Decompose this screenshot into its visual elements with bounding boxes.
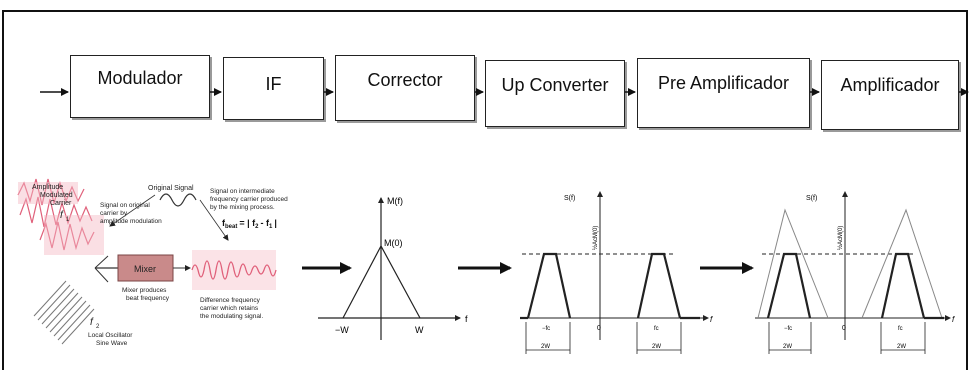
spectrum1-right: W (415, 325, 424, 335)
spectrum1-left: −W (335, 325, 349, 335)
label-amplitude-carrier-3: Carrier (50, 200, 72, 207)
spectrum3-ylabel: S(f) (806, 195, 817, 202)
spectrum2-amp: ½AᴄM(0) (592, 226, 599, 250)
label-difference-1: Difference frequency (200, 297, 261, 304)
label-original-signal: Original Signal (148, 185, 194, 192)
original-signal-wave (159, 193, 197, 207)
block-modulador: Modulador (70, 55, 210, 118)
label-signal-if-1: Signal on intermediate (210, 188, 275, 195)
spectrum3-neg-fc: −fᴄ (784, 326, 792, 332)
label-amplitude-carrier-1: Amplitude (32, 184, 63, 191)
spectrum3-zero: 0 (842, 325, 846, 332)
label-difference-3: the modulating signal. (200, 313, 263, 320)
local-oscillator-wave (33, 280, 95, 345)
label-mixer-produces-2: beat frequency (126, 295, 170, 302)
spectrum3-amp: ½AᴄM(0) (837, 226, 844, 250)
mixer-box (117, 254, 174, 282)
label-signal-original-1: Signal on original (100, 202, 150, 209)
spectrum3-bw1: 2W (783, 344, 792, 350)
label-f1: f (60, 210, 64, 221)
spectrum2-bw1: 2W (541, 344, 550, 350)
spectrum3-f: f (952, 315, 955, 324)
spectrum2-f: f (710, 315, 713, 324)
label-f2-sub: 2 (96, 324, 100, 330)
label-signal-original-2: carrier by (100, 210, 128, 217)
spectrum2-neg-fc: −fᴄ (542, 326, 550, 332)
am-carrier-wave (17, 178, 95, 251)
spectrum1-xlabel: f (465, 314, 468, 324)
label-fbeat: fbeat= | f2- f1| (222, 218, 277, 230)
label-signal-original-3: amplitude modulation (100, 218, 162, 225)
label-local-osc-1: Local Oscillator (88, 332, 133, 339)
label-local-osc-2: Sine Wave (96, 340, 128, 347)
block-corrector: Corrector (335, 55, 475, 121)
block-up-converter: Up Converter (485, 60, 625, 127)
spectrum2-ylabel: S(f) (564, 195, 575, 202)
spectrum3-fc: fᴄ (898, 326, 903, 332)
spectrum2-bw2: 2W (652, 344, 661, 350)
spectrum2-zero: 0 (597, 325, 601, 332)
mixer-illustration: Amplitude Modulated Carrier f 1 Original… (17, 178, 288, 347)
difference-wave (191, 260, 277, 280)
label-f1-sub: 1 (66, 217, 70, 223)
spectrum3-bw2: 2W (897, 344, 906, 350)
label-amplitude-carrier-2: Modulated (40, 192, 73, 199)
label-signal-if-2: frequency carrier produced (210, 196, 288, 203)
block-if: IF (223, 57, 324, 120)
diagram-frame (2, 10, 968, 370)
label-mixer-produces-1: Mixer produces (122, 287, 167, 294)
mixer-label: Mixer (134, 264, 156, 274)
spectrum1-ylabel: M(f) (387, 196, 403, 206)
spectrum1-peak: M(0) (384, 238, 403, 248)
spectrum-baseband (318, 197, 461, 340)
spectrum2-fc: fᴄ (654, 326, 659, 332)
label-f2: f (90, 317, 94, 328)
block-pre-amplificador: Pre Amplificador (637, 58, 810, 128)
spectrum-dsb (520, 191, 709, 354)
spectrum-upconverted (755, 191, 951, 354)
block-amplificador: Amplificador (821, 60, 959, 130)
label-signal-if-3: by the mixing process. (210, 204, 275, 211)
label-difference-2: carrier which retains (200, 305, 259, 312)
